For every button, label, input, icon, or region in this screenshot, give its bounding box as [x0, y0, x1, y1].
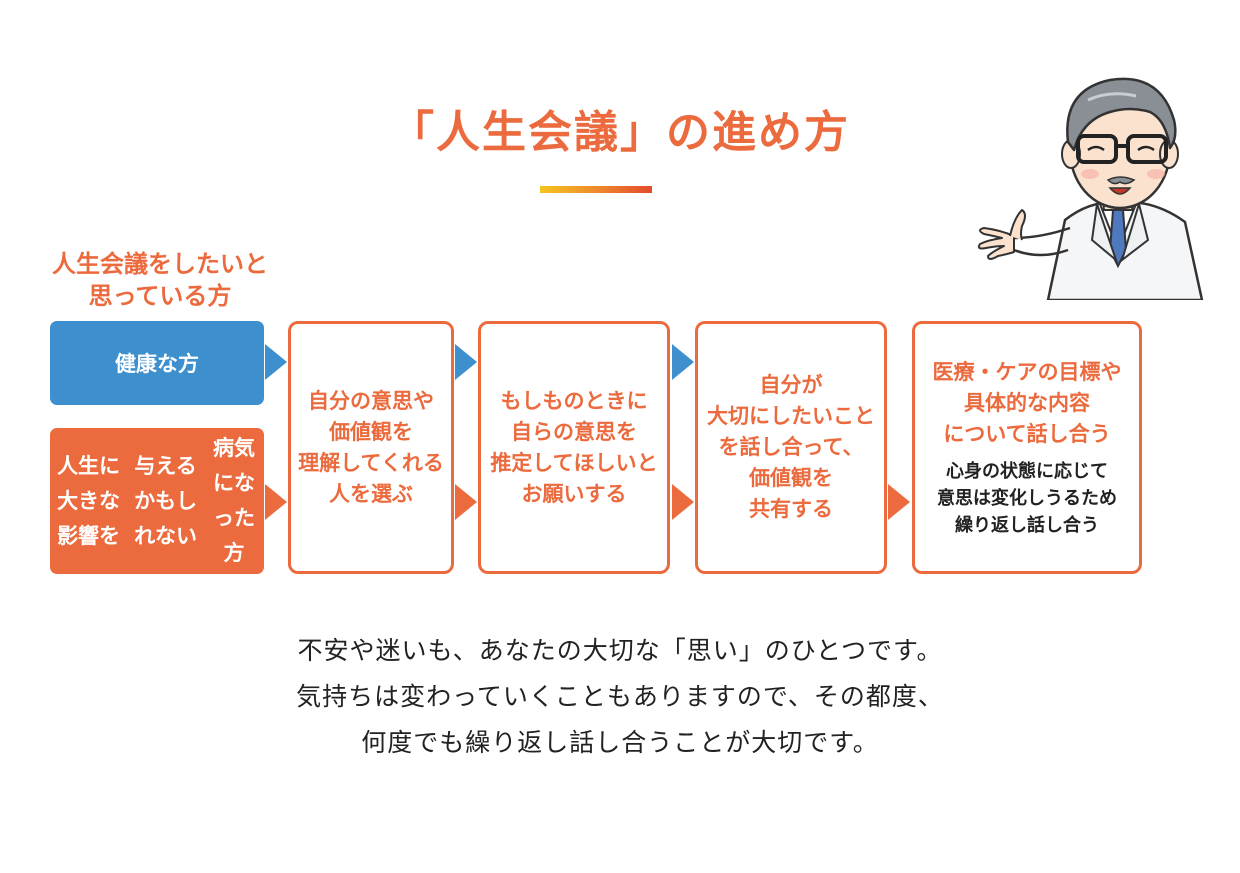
- step-line: 具体的な内容: [964, 390, 1090, 415]
- step-line: 推定してほしいと: [490, 450, 658, 475]
- entry-illness: 人生に大きな影響を 与えるかもしれない 病気になった方: [50, 428, 264, 574]
- caption-line: 人生会議をしたいと: [52, 250, 268, 278]
- closing-message: 不安や迷いも、あなたの大切な「思い」のひとつです。 気持ちは変わっていくこともあ…: [0, 628, 1240, 766]
- step-box-4: 医療・ケアの目標や 具体的な内容 について話し合う 心身の状態に応じて 意思は変…: [912, 321, 1142, 574]
- step-line: 人を選ぶ: [329, 481, 413, 506]
- entry-illness-line: 与えるかもしれない: [134, 453, 198, 548]
- step-line: お願いする: [521, 481, 627, 506]
- step-box-3: 自分が 大切にしたいこと を話し合って、 価値観を 共有する: [695, 321, 887, 574]
- entry-healthy: 健康な方: [50, 321, 264, 405]
- step-box-1: 自分の意思や 価値観を 理解してくれる 人を選ぶ: [288, 321, 454, 574]
- step-line: 自らの意思を: [511, 419, 637, 444]
- step-note-line: 繰り返し話し合う: [955, 514, 1099, 536]
- target-caption: 人生会議をしたいと 思っている方: [40, 248, 280, 312]
- closing-line: 不安や迷いも、あなたの大切な「思い」のひとつです。: [297, 636, 943, 665]
- arrow-right-icon: [455, 344, 477, 380]
- caption-line: 思っている方: [88, 282, 232, 310]
- arrow-right-icon: [888, 484, 910, 520]
- step-line: について話し合う: [943, 421, 1111, 446]
- step-line: もしものときに: [500, 388, 648, 413]
- step-line: 自分の意思や: [308, 388, 434, 413]
- step-line: 価値観を: [749, 466, 833, 490]
- title-underline: [540, 186, 652, 193]
- step-line: 医療・ケアの目標や: [932, 359, 1122, 384]
- step-note-line: 心身の状態に応じて: [946, 460, 1108, 482]
- step-note-line: 意思は変化しうるため: [937, 487, 1117, 509]
- arrow-right-icon: [265, 344, 287, 380]
- step-line: 理解してくれる: [298, 450, 444, 475]
- step-line: を話し合って、: [718, 435, 864, 459]
- arrow-right-icon: [672, 344, 694, 380]
- doctor-pointing-illustration: [977, 77, 1204, 300]
- step-line: 価値観を: [329, 419, 413, 444]
- step-note: 心身の状態に応じて 意思は変化しうるため 繰り返し話し合う: [937, 458, 1117, 539]
- arrow-right-icon: [265, 484, 287, 520]
- step-line: 大切にしたいこと: [707, 404, 875, 428]
- entry-illness-line: 人生に大きな影響を: [57, 453, 121, 548]
- arrow-right-icon: [672, 484, 694, 520]
- step-box-2: もしものときに 自らの意思を 推定してほしいと お願いする: [478, 321, 670, 574]
- step-line: 自分が: [759, 373, 823, 397]
- arrow-right-icon: [455, 484, 477, 520]
- closing-line: 何度でも繰り返し話し合うことが大切です。: [361, 728, 879, 757]
- page-title: 「人生会議」の進め方: [390, 107, 850, 158]
- entry-illness-line: 病気になった方: [212, 436, 255, 565]
- step-line: 共有する: [749, 497, 833, 521]
- closing-line: 気持ちは変わっていくこともありますので、その都度、: [296, 682, 944, 711]
